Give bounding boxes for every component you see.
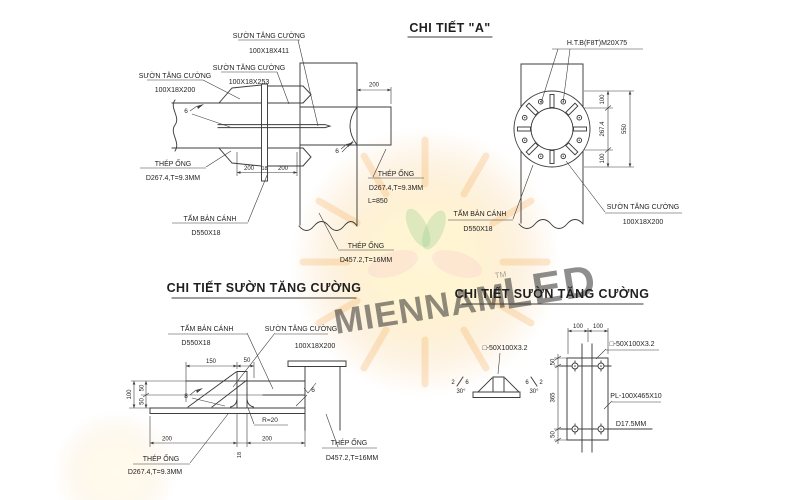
bolt-label: H.T.B(F8T)M20X75	[567, 40, 627, 47]
flange-plate-spec: D550X18	[181, 340, 210, 347]
stiffener-plate-leaders	[497, 348, 661, 410]
flange-plate-label: TẤM BẢN CÁNH	[181, 323, 234, 333]
dim-100-right: 100	[593, 324, 604, 330]
leaf-icon	[422, 210, 446, 250]
stiffener-label: SƯỜN TĂNG CƯỜNG	[265, 324, 337, 333]
dim-200-left: 200	[162, 437, 173, 443]
weld-right-b: 2	[539, 380, 543, 386]
stiffener-spec: 100X18X200	[295, 343, 336, 350]
pipe-bore	[530, 107, 574, 151]
stiffener-elev-leaders	[133, 332, 377, 465]
watermark-tm: TM	[494, 270, 507, 281]
weld-left-a: 2	[451, 380, 455, 386]
stiffener-elev-title: CHI TIẾT SƯỜN TĂNG CƯỜNG	[167, 280, 362, 295]
stiffener-253-spec: 100X18X253	[229, 79, 270, 86]
stub-pipe-spec: D267.4,T=9.3MM	[369, 185, 423, 192]
flange-plate-spec: D550X18	[463, 226, 492, 233]
dim-mid-18: 18	[261, 166, 267, 172]
hole-label: D17.5MM	[616, 421, 647, 428]
stiffener-200-spec: 100X18X200	[155, 87, 196, 94]
flange-plate-spec: D550X18	[191, 230, 220, 237]
dim-267: 267.4	[600, 121, 606, 137]
tube-label-right: □-50X100X3.2	[609, 341, 654, 348]
dim-100-bottom: 100	[600, 153, 606, 164]
stub-pipe-label: THÉP ỐNG	[378, 168, 414, 178]
weld-8-note: 8	[184, 393, 188, 400]
bolt-holes	[571, 362, 605, 433]
weld-flag-icon	[196, 388, 203, 393]
stiffener-elevation-view: CHI TIẾT SƯỜN TĂNG CƯỜNG TẤM BẢN CÁNH D5…	[127, 280, 378, 476]
stiffener-plate-view: CHI TIẾT SƯỜN TĂNG CƯỜNG □-50X100X3.2 □-…	[451, 286, 662, 453]
column-pipe-label: THÉP ỐNG	[348, 240, 384, 250]
dim-50-bottom: 50	[551, 431, 557, 438]
dim-50-b: 50	[140, 398, 146, 405]
dim-stub-200: 200	[369, 83, 380, 89]
flange-plate-label: TẤM BẢN CÁNH	[454, 208, 507, 218]
dim-365: 365	[551, 392, 557, 403]
column-pipe-label: THÉP ỐNG	[331, 437, 367, 447]
dim-100: 100	[127, 389, 133, 400]
stub-pipe-length: L=850	[368, 198, 388, 205]
weld-6-note: 6	[311, 387, 315, 394]
stiffener-253-label: SƯỜN TĂNG CƯỜNG	[213, 63, 285, 72]
flange-stiffener-spokes	[517, 94, 587, 164]
weld-6-note: 6	[335, 148, 339, 155]
stiffener-plate-title: CHI TIẾT SƯỜN TĂNG CƯỜNG	[455, 286, 650, 301]
weld-left-b: 6	[465, 380, 469, 386]
column-pipe-spec: D457.2,T=16MM	[340, 257, 392, 264]
dim-200-right: 200	[262, 437, 273, 443]
pipe-left-spec: D267.4,T=9.3MM	[128, 469, 182, 476]
detail-a-leaders	[448, 48, 682, 221]
pipe-left-spec: D267.4,T=9.3MM	[146, 175, 200, 182]
radius-label: R=20	[262, 417, 278, 424]
pipe-left-label: THÉP ỐNG	[143, 453, 179, 463]
dim-left-200: 200	[244, 166, 255, 172]
stiffener-411-label: SƯỜN TĂNG CƯỜNG	[233, 31, 305, 40]
sun-rays-icon	[299, 136, 551, 388]
dim-100-top: 100	[600, 94, 606, 105]
weld-flag-icon	[197, 104, 354, 147]
dim-50-top: 50	[244, 358, 251, 364]
weld-right-angle: 30°	[529, 389, 539, 395]
detail-a-view: CHI TIẾT "A"	[407, 20, 682, 233]
stiffener-200-label: SƯỜN TĂNG CƯỜNG	[139, 71, 211, 80]
weld-left-angle: 30°	[456, 389, 466, 395]
plate-label: PL-100X465X10	[610, 393, 661, 400]
dim-50-a: 50	[140, 384, 146, 391]
stiffener-411-spec: 100X18X411	[249, 48, 289, 55]
dim-right-200: 200	[278, 166, 289, 172]
leaf-icon	[405, 208, 431, 248]
stiffener-elev-geometry	[149, 360, 347, 431]
dim-150: 150	[206, 359, 217, 365]
column-pipe-spec: D457.2,T=16MM	[326, 455, 378, 462]
detail-a-title: CHI TIẾT "A"	[409, 20, 490, 35]
dim-50-top: 50	[551, 358, 557, 365]
stiffener-spec: 100X18X200	[623, 219, 664, 226]
stiffener-label: SƯỜN TĂNG CƯỜNG	[607, 202, 679, 211]
assembly-leaders	[140, 39, 424, 251]
assembly-view: SƯỜN TĂNG CƯỜNG 100X18X411 SƯỜN TĂNG CƯỜ…	[139, 31, 424, 264]
tube-label-left: □-50X100X3.2	[482, 345, 527, 352]
dim-550: 550	[622, 123, 628, 134]
weld-right-a: 6	[525, 380, 529, 386]
dim-100-left: 100	[573, 324, 584, 330]
pipe-left-label: THÉP ỐNG	[155, 158, 191, 168]
weld-6-note: 6	[184, 108, 188, 115]
flange-plate-label: TẤM BẢN CÁNH	[184, 213, 237, 223]
watermark-logo: MIENNAM TM LED	[53, 127, 601, 500]
dim-18: 18	[237, 452, 243, 458]
